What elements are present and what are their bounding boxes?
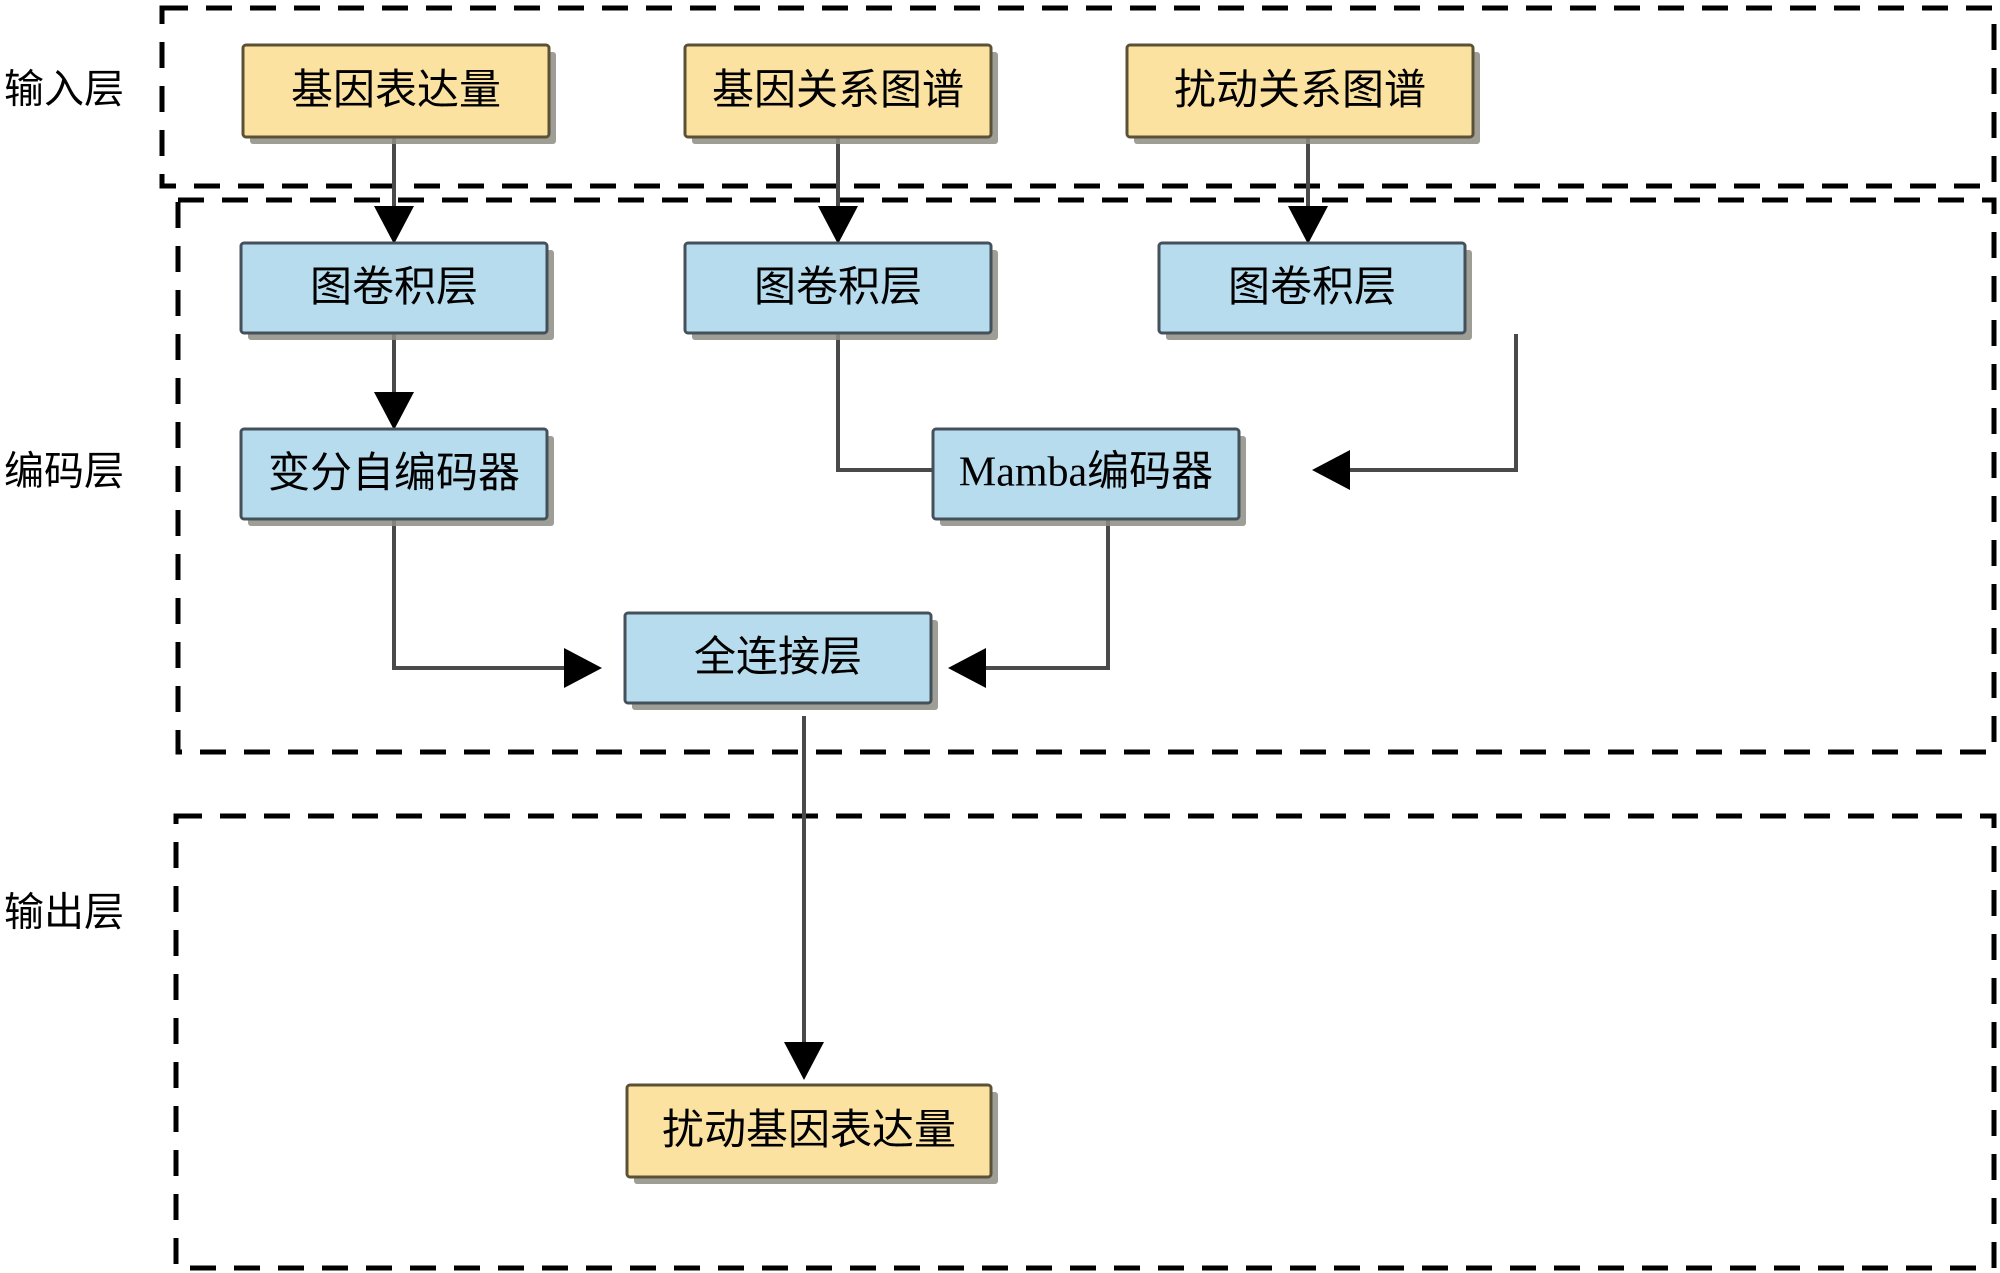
node-perturbed-expression-label: 扰动基因表达量: [662, 1106, 956, 1153]
node-gene-expression[interactable]: 基因表达量: [241, 43, 556, 144]
node-gcn-3-label: 图卷积层: [1228, 263, 1396, 310]
node-vae-label: 变分自编码器: [268, 449, 520, 496]
node-gene-graph-label: 基因关系图谱: [712, 66, 964, 113]
node-fc[interactable]: 全连接层: [623, 611, 938, 710]
edge-gene-graph-to-gcn-2: [818, 138, 858, 244]
node-gcn-2-label: 图卷积层: [754, 263, 922, 310]
edge-gcn-1-to-vae: [374, 334, 414, 430]
node-gene-graph[interactable]: 基因关系图谱: [683, 43, 998, 144]
node-perturbation-graph[interactable]: 扰动关系图谱: [1125, 43, 1480, 144]
layer-label-input: 输入层: [4, 68, 124, 112]
node-fc-label: 全连接层: [694, 633, 862, 680]
edge-gene-expression-to-gcn-1: [374, 138, 414, 244]
layer-label-output: 输出层: [4, 891, 124, 935]
layer-label-encoder: 编码层: [4, 450, 124, 494]
edge-fc-to-perturbed-expression: [784, 716, 824, 1080]
output-layer-frame: [173, 813, 1997, 1271]
node-gene-expression-label: 基因表达量: [291, 66, 501, 113]
edge-vae-to-fc: [392, 520, 602, 688]
edge-gcn-3-to-mamba: [1312, 334, 1518, 490]
node-perturbation-graph-label: 扰动关系图谱: [1174, 66, 1426, 113]
node-gcn-1[interactable]: 图卷积层: [239, 241, 554, 340]
node-gcn-1-label: 图卷积层: [310, 263, 478, 310]
node-gcn-3[interactable]: 图卷积层: [1157, 241, 1472, 340]
input-layer-frame: [159, 5, 1997, 189]
edge-mamba-to-fc: [948, 520, 1110, 688]
node-vae[interactable]: 变分自编码器: [239, 427, 554, 526]
encoder-layer-frame: [175, 197, 1997, 755]
node-mamba[interactable]: Mamba编码器: [931, 427, 1246, 526]
node-mamba-label: Mamba编码器: [959, 450, 1213, 496]
edge-perturbation-graph-to-gcn-3: [1288, 138, 1328, 244]
node-perturbed-expression[interactable]: 扰动基因表达量: [625, 1083, 998, 1184]
node-gcn-2[interactable]: 图卷积层: [683, 241, 998, 340]
